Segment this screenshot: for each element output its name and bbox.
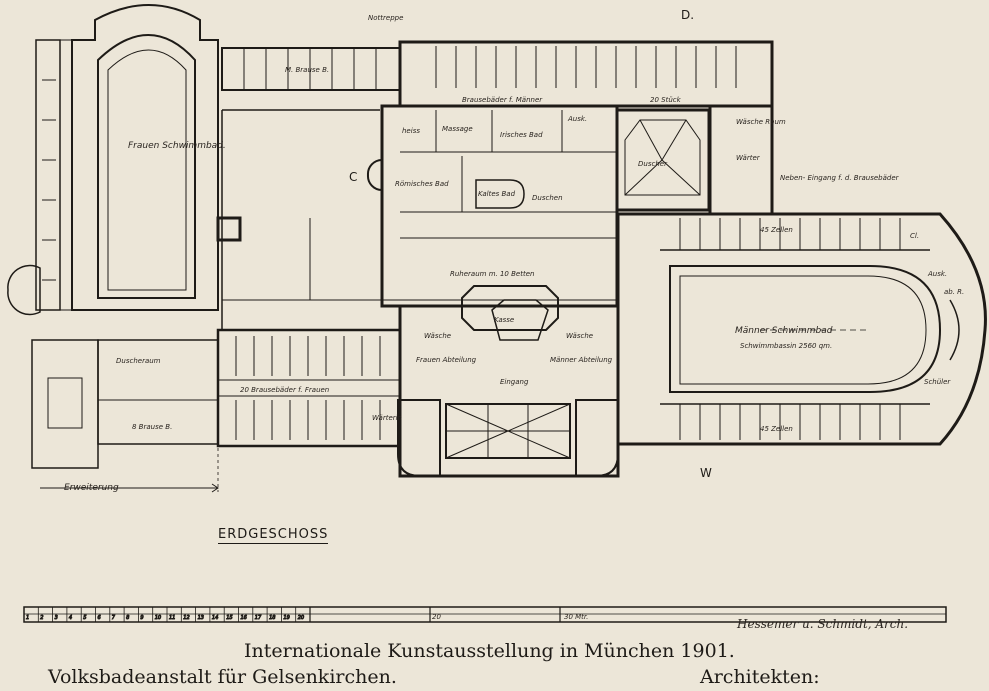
scale-tick-label: 14 bbox=[212, 615, 218, 621]
caption-building: Volksbadeanstalt für Gelsenkirchen. bbox=[48, 666, 397, 688]
label-zellen-bottom: 45 Zellen bbox=[760, 425, 793, 433]
label-brausebaeder-frauen: 20 Brausebäder f. Frauen bbox=[240, 386, 329, 394]
scale-tick-label: 5 bbox=[83, 615, 86, 621]
label-roemisches-bad: Römisches Bad bbox=[395, 180, 449, 188]
label-ab-r: ab. R. bbox=[944, 288, 964, 296]
scale-tick-label: 4 bbox=[69, 615, 72, 621]
label-duschen: Duschen bbox=[532, 194, 563, 202]
label-massage: Massage bbox=[442, 125, 473, 133]
label-duscher-center: Duscher bbox=[638, 160, 668, 168]
label-waerterin: Wärterin bbox=[372, 414, 402, 422]
label-brause-top: M. Brause B. bbox=[285, 66, 329, 74]
scale-tick-label: 6 bbox=[98, 615, 101, 621]
caption-architects: Architekten: bbox=[700, 666, 820, 688]
scale-tick-label: 9 bbox=[140, 615, 143, 621]
scale-tick-label: 1 bbox=[26, 615, 29, 621]
label-schuler: Schüler bbox=[924, 378, 951, 386]
floor-title: ERDGESCHOSS bbox=[218, 527, 329, 544]
scale-mid-label: 20 bbox=[432, 613, 441, 621]
label-ruheraum: Ruheraum m. 10 Betten bbox=[450, 270, 534, 278]
label-eingang: Eingang bbox=[500, 378, 529, 386]
women-shower-wing bbox=[31, 109, 402, 469]
label-schwimmbassin: Schwimmbassin 2560 qm. bbox=[740, 342, 832, 350]
scale-tick-label: 20 bbox=[298, 615, 304, 621]
label-nottreppe: Nottreppe bbox=[368, 14, 403, 22]
scale-tick-label: 16 bbox=[241, 615, 247, 621]
label-maenner-schwimmbad: Männer Schwimmbad bbox=[735, 326, 833, 336]
label-zellen-top: 45 Zellen bbox=[760, 226, 793, 234]
scale-tick-label: 8 bbox=[126, 615, 129, 621]
label-duscheraum: Duscheraum bbox=[116, 357, 161, 365]
label-ausk-r: Ausk. bbox=[927, 270, 947, 278]
orientation-left: C bbox=[349, 170, 358, 184]
label-irisches-bad: Irisches Bad bbox=[500, 131, 543, 139]
orientation-bottom: W bbox=[700, 466, 712, 480]
label-erweiterung: Erweiterung bbox=[64, 483, 119, 493]
label-waerter-r: Wärter bbox=[736, 154, 761, 162]
scale-tick-label: 3 bbox=[55, 615, 58, 621]
scale-tick-label: 11 bbox=[169, 615, 175, 621]
label-waesche-r: Wäsche bbox=[566, 332, 593, 340]
label-kaltes-bad: Kaltes Bad bbox=[478, 190, 516, 198]
label-kasse: Kasse bbox=[494, 316, 514, 324]
label-cl: Cl. bbox=[910, 232, 919, 240]
orientation-top: D. bbox=[681, 8, 695, 22]
scale-tick-label: 18 bbox=[269, 615, 275, 621]
scale-tick-label: 17 bbox=[255, 615, 262, 621]
scale-tick-label: 2 bbox=[40, 615, 43, 621]
womens-pool-wing bbox=[7, 4, 219, 316]
architect-signature: Hessemer u. Schmidt, Arch. bbox=[737, 617, 909, 631]
label-waesche-l: Wäsche bbox=[424, 332, 451, 340]
label-waesche-raum: Wäsche Raum bbox=[736, 118, 786, 126]
scale-tick-label: 10 bbox=[155, 615, 161, 621]
label-heiss: heiss bbox=[402, 127, 420, 135]
caption-title: Internationale Kunstausstellung in Münch… bbox=[244, 640, 735, 662]
label-zwanzig-stueck: 20 Stück bbox=[650, 96, 682, 104]
label-brausebaeder-maenner: Brausebäder f. Männer bbox=[462, 96, 543, 104]
label-brause-bottom: 8 Brause B. bbox=[132, 423, 172, 431]
scale-tick-label: 19 bbox=[283, 615, 289, 621]
mens-pool-wing bbox=[616, 212, 987, 446]
label-maenner-abteilung: Männer Abteilung bbox=[550, 356, 613, 364]
scale-tick-label: 13 bbox=[198, 615, 204, 621]
label-frauen-schwimmbad: Frauen Schwimmbad. bbox=[128, 141, 226, 151]
label-neben-eingang: Neben- Eingang f. d. Brausebäder bbox=[780, 174, 900, 182]
label-ausk: Ausk. bbox=[567, 115, 587, 123]
scale-end-label: 30 Mtr. bbox=[564, 613, 588, 621]
scale-tick-label: 15 bbox=[226, 615, 232, 621]
label-frauen-abteilung: Frauen Abteilung bbox=[416, 356, 477, 364]
scale-tick-label: 7 bbox=[112, 615, 116, 621]
scale-tick-label: 12 bbox=[183, 615, 189, 621]
